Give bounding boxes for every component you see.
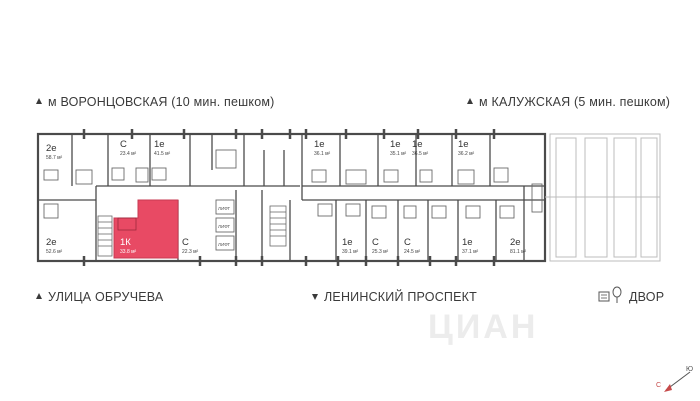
fixtures (43, 149, 543, 219)
direction-top-right: м КАЛУЖСКАЯ (5 мин. пешком) (467, 95, 670, 109)
apartment-type-label: С (404, 237, 411, 248)
apartment-area-label: 39.1 м² (342, 249, 359, 255)
apartment-type-label: 2е (510, 237, 521, 248)
compass: С Ю (656, 366, 696, 396)
apartment-area-label: 25.3 м² (372, 249, 389, 255)
apartment-area-label: 36.2 м² (458, 151, 475, 157)
arrow-up-icon (36, 292, 42, 299)
apartment-type-label: 1е (462, 237, 473, 248)
apartment-area-label: 36.5 м² (412, 151, 429, 157)
lift-label: ЛИФТ (218, 206, 230, 211)
apartment-type-label: 1е (412, 139, 423, 150)
lift-shaft (215, 235, 235, 251)
direction-bottom-left: УЛИЦА ОБРУЧЕВА (36, 290, 163, 304)
apartment-area-label: 35.1 м² (390, 151, 407, 157)
lift-label: ЛИФТ (218, 242, 230, 247)
apartment-type-label: 1е (458, 139, 469, 150)
lift-label: ЛИФТ (218, 224, 230, 229)
apartment-type-label: 2е (46, 143, 57, 154)
partitions (38, 134, 545, 261)
apartment-type-label: 1е (342, 237, 353, 248)
apartment-area-label: 23.4 м² (120, 151, 137, 157)
compass-south-label: С (656, 382, 662, 389)
terrace (545, 133, 661, 262)
apartment-area-label: 52.6 м² (46, 249, 63, 255)
apartment-type-label: С (182, 237, 189, 248)
apartment-area-label: 37.1 м² (462, 249, 479, 255)
direction-bottom-center: ЛЕНИНСКИЙ ПРОСПЕКТ (312, 290, 477, 304)
apartment-area-label: 22.3 м² (182, 249, 199, 255)
apartment-area-label: 24.5 м² (404, 249, 421, 255)
direction-yard: ДВОР (629, 290, 665, 304)
yard-icon (598, 286, 622, 303)
apartment-area-label: 58.7 м² (46, 155, 63, 161)
apartment-type-label: С (372, 237, 379, 248)
apartment-type-label: 1К (120, 237, 131, 248)
apartment-type-label: 1е (154, 139, 165, 150)
arrow-up-icon (36, 97, 42, 104)
compass-arrow-icon (664, 371, 691, 392)
apartment-type-label: 1е (390, 139, 401, 150)
lift-shafts: ЛИФТ ЛИФТ ЛИФТ (215, 199, 235, 251)
apartment-area-label: 41.5 м² (154, 151, 171, 157)
apartment-highlighted[interactable] (113, 199, 179, 259)
stairs (97, 205, 287, 257)
apartment-area-label: 36.1 м² (314, 151, 331, 157)
arrow-up-icon (467, 97, 473, 104)
apartment-area-label: 81.1 м² (510, 249, 527, 255)
lift-shaft (215, 199, 235, 215)
apartment-area-label: 33.8 м² (120, 249, 137, 255)
apartment-type-label: 1е (314, 139, 325, 150)
direction-top-left: м ВОРОНЦОВСКАЯ (10 мин. пешком) (36, 95, 275, 109)
apartment-type-label: 2е (46, 237, 57, 248)
arrow-down-icon (312, 293, 318, 300)
compass-north-label: Ю (686, 366, 694, 373)
lift-shaft (215, 217, 235, 233)
apartment-type-label: С (120, 139, 127, 150)
